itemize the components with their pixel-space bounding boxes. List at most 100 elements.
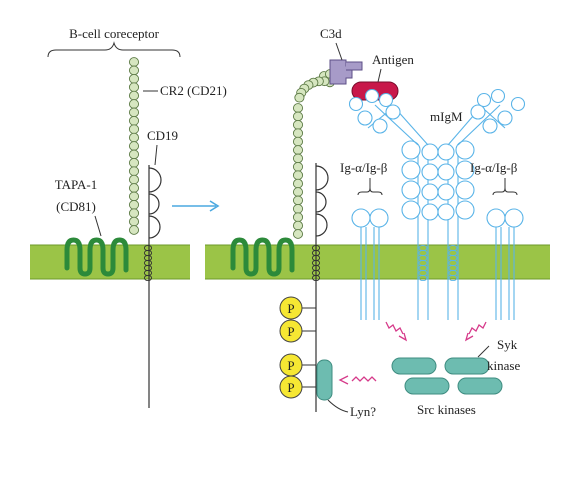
phospho-4: P [279,375,303,399]
ig-domain [421,163,439,181]
svg-text:P: P [287,358,294,373]
tapa1-leader [94,215,102,237]
ig-domain [437,203,455,221]
ig-domain [401,160,421,180]
cr2-bead [128,124,140,135]
cd19-left [148,165,162,408]
cr2-bead [128,132,140,143]
ig-domain [421,183,439,201]
cr2-bead [292,128,304,139]
cr2-bead [128,157,140,168]
cr2-bead [128,199,140,210]
cr2-bead [294,92,305,103]
cr2-bead [292,195,304,206]
ig-domain [364,88,380,104]
ig-domain [401,180,421,200]
cr2-bead [128,149,140,160]
ig-domain [351,208,371,228]
syk-leader [477,345,490,358]
ig-domain [348,96,364,112]
antigen-leader [377,68,382,83]
cr2-bead [292,103,304,113]
ig-domain [421,203,439,221]
tapa1-label-line1: TAPA-1 [55,177,98,192]
cr2-bead [292,136,304,147]
cr2-bead [128,90,140,101]
squiggle-arrow-icon [385,321,408,342]
ig-alpha-beta-right [486,178,524,320]
ig-domain [372,118,388,134]
tapa1-protein-right [230,237,295,277]
cr2-transmembrane-helix [143,244,153,282]
syk-kinase-left [391,357,437,375]
cr2-bead [128,57,140,67]
cr2-bead-chain-right [292,69,336,239]
ig-domain [455,140,475,160]
cr2-bead [128,82,140,93]
ig-domain [455,180,475,200]
cr2-bead [292,161,304,172]
membrane-right [205,244,550,280]
cr2-bead [292,111,304,122]
migm-bcr [348,88,526,320]
c3d-leader [335,42,343,61]
ig-domain [437,143,455,161]
cr2-bead [128,141,140,151]
cr2-bead [292,229,304,239]
cr2-bead [128,225,140,235]
phospho-1: P [279,296,303,320]
ig-domain [437,163,455,181]
migm-label: mIgM [430,109,463,124]
syk-label-line1: Syk [497,337,518,352]
cr2-bead [128,216,140,227]
ig-domain [470,104,486,120]
src-kinase-right [457,377,503,395]
squiggle-arrow-icon [464,321,487,342]
ig-domain [504,208,524,228]
ig-domain [455,200,475,220]
helix-turn [143,274,153,282]
ig-domain [357,110,373,126]
c3d-label: C3d [320,26,342,41]
cr2-bead [128,107,140,118]
ig-domain [497,110,513,126]
cr2-bead [128,115,140,126]
cd19-right [315,163,329,412]
cr2-bead [292,153,304,164]
cr2-bead [292,203,304,214]
lyn-leader [327,399,349,413]
ig-domain [369,208,389,228]
cr2-bead [128,99,140,109]
cr2-bead [292,220,304,231]
tapa1-label-line2: (CD81) [56,199,96,214]
ig-alpha-beta-left [351,178,389,320]
ig-domain [482,118,498,134]
cr2-bead [128,73,140,84]
cr2-bead [128,191,140,202]
src-kinase-left [404,377,450,395]
svg-text:P: P [287,301,294,316]
src-kinases-label: Src kinases [417,402,476,417]
phospho-group-1 [302,307,316,388]
coreceptor-brace [47,41,181,58]
squiggle-arrow-icon [338,375,377,385]
antigen-label: Antigen [372,52,414,67]
lyn-kinase [316,359,333,401]
cr2-label: CR2 (CD21) [160,83,227,98]
cr2-bead [292,170,304,181]
phospho-3: P [279,353,303,377]
cr2-bead [292,178,304,189]
cr2-bead [128,166,140,177]
ig-domain [421,143,439,161]
ig-domain [510,96,526,112]
cr2-bead [292,212,304,223]
cr2-bead [128,174,140,185]
bcell-coreceptor-label: B-cell coreceptor [69,26,160,41]
ig-domain [490,88,506,104]
ig-ab-right-label: Ig-α/Ig-β [470,160,518,175]
cr2-bead [128,208,140,219]
ig-domain [476,92,492,108]
svg-text:P: P [287,380,294,395]
